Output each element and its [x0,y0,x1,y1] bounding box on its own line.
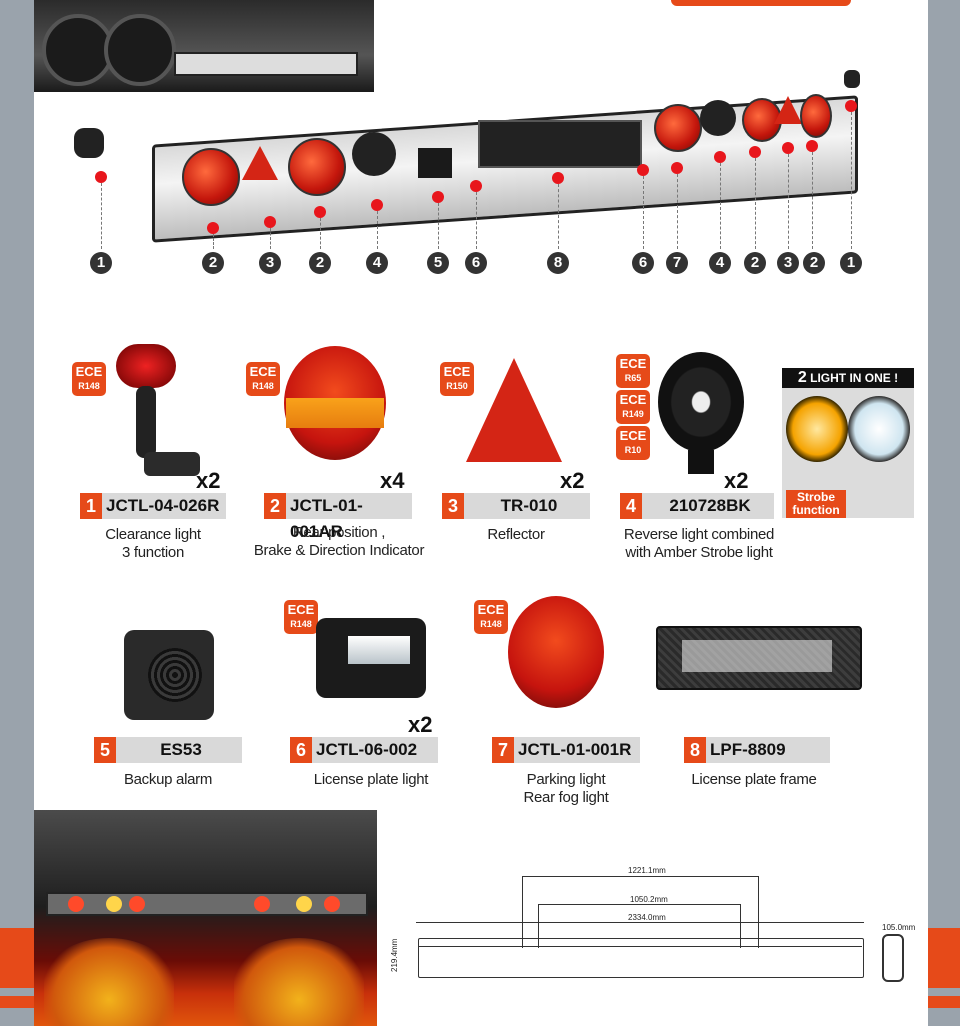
quantity: x2 [196,468,221,493]
truck-image [34,0,374,92]
callout-number: 4 [366,252,388,274]
callout-number: 6 [465,252,487,274]
side-marker-left [74,128,104,158]
night-demo-photo [34,810,377,1026]
dim-label: 2334.0mm [628,913,666,922]
side-marker-right [844,70,860,88]
callout-number: 2 [803,252,825,274]
parking-light-image [508,596,604,708]
reflector-image [466,358,562,462]
lamp-right-3 [800,94,832,138]
quantity: x2 [724,468,749,493]
dim-label: 105.0mm [882,923,916,932]
callout-number: 8 [547,252,569,274]
reverse-light-left [352,132,396,176]
plate-frame-image [478,120,642,168]
dimension-drawing: 1221.1mm 1050.2mm 2334.0mm 219.4mm 105.0… [390,860,924,990]
quantity: x2 [560,468,585,493]
lamp-left-2 [288,138,346,196]
reverse-light-right [700,100,736,136]
product-desc-3: Reflector [487,526,545,543]
product-desc-6: License plate light [313,771,429,788]
product-desc-8: License plate frame [691,771,817,788]
dim-label: 1221.1mm [628,866,666,875]
header-tab [671,0,851,6]
license-plate-frame-image [656,626,862,690]
backup-alarm-product-image [124,630,214,720]
license-plate-light-image [316,618,426,698]
callout-number: 2 [309,252,331,274]
callout-number: 1 [840,252,862,274]
quantity: x2 [408,712,433,737]
callout-number: 2 [744,252,766,274]
callout-number: 6 [632,252,654,274]
reverse-light-image [658,352,744,452]
callout-number: 3 [259,252,281,274]
reflector-right [774,96,802,124]
reflector-left [242,146,278,180]
lamp-left-1 [182,148,240,206]
quantity: x4 [380,468,405,493]
backup-alarm-image [418,148,452,178]
callout-number: 4 [709,252,731,274]
callout-number: 5 [427,252,449,274]
lamp-right-1 [654,104,702,152]
callout-number: 1 [90,252,112,274]
product-desc-2: Rear position ,Brake & Direction Indicat… [253,524,425,559]
callout-number: 7 [666,252,688,274]
clearance-light-image [116,344,176,388]
callout-number: 2 [202,252,224,274]
product-desc-5: Backup alarm [123,771,213,788]
dim-label: 219.4mm [390,938,399,972]
dim-label: 1050.2mm [630,895,668,904]
callout-number: 3 [777,252,799,274]
